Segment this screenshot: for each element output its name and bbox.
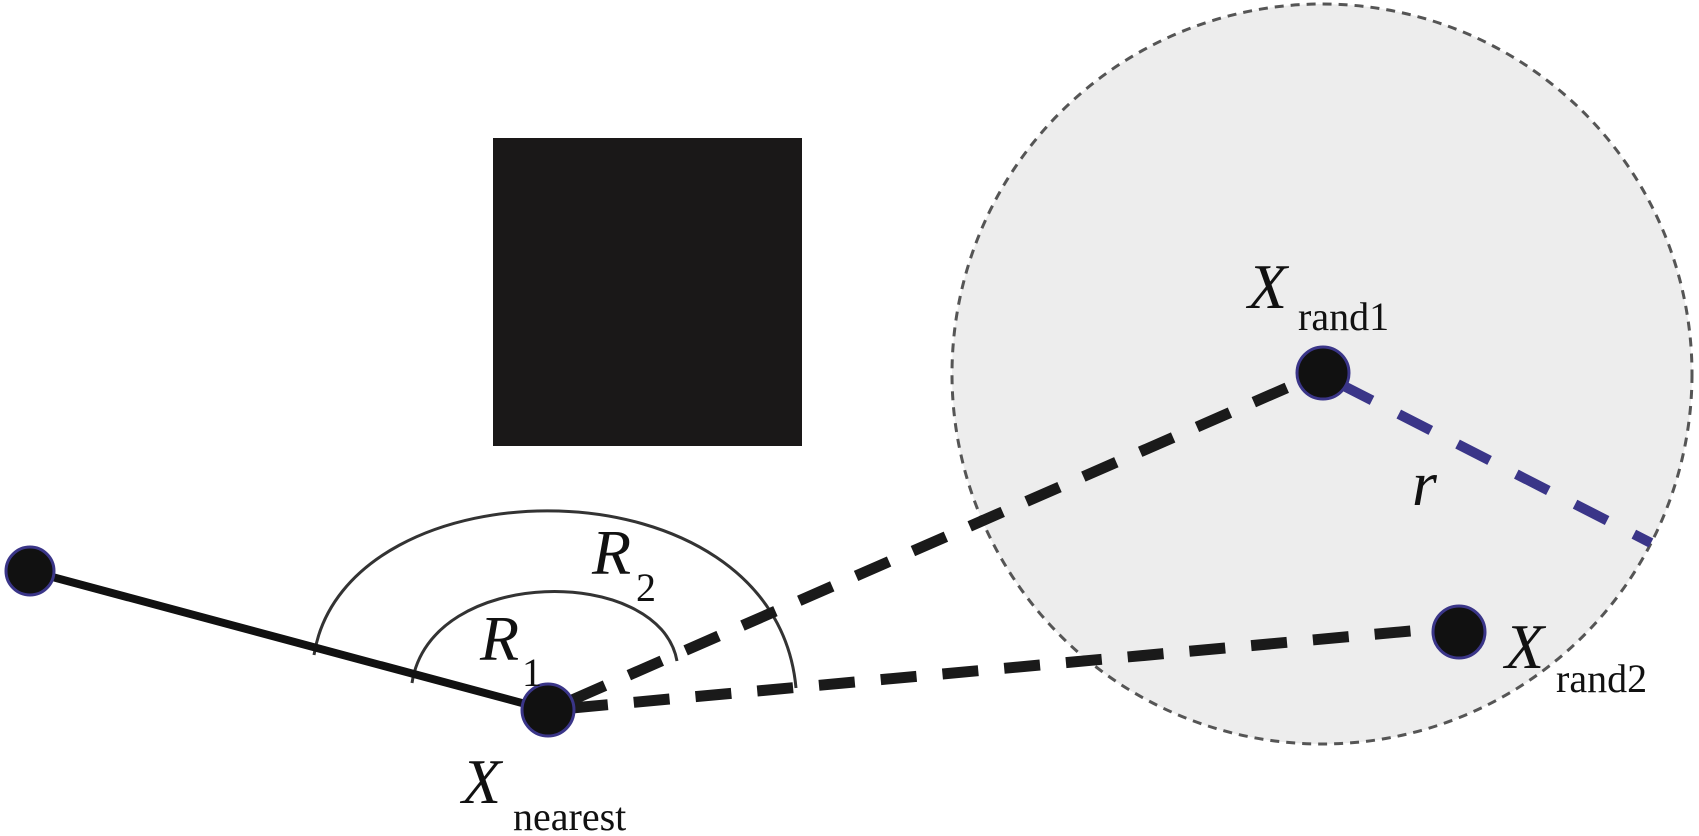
dashed-edge-to-xrand1 <box>569 376 1303 706</box>
label-x-rand1-main: X <box>1245 251 1290 322</box>
label-x-rand2-sub: rand2 <box>1556 656 1647 701</box>
node-x-nearest <box>520 682 576 738</box>
label-x-rand1-sub: rand1 <box>1298 294 1389 339</box>
arc-r2 <box>312 509 798 689</box>
label-r1-main: R <box>479 603 519 674</box>
label-r2-main: R <box>591 517 631 588</box>
tree-edge <box>28 567 550 714</box>
node-x-rand1 <box>1295 345 1351 401</box>
arc-r1 <box>410 590 679 684</box>
label-r2-sub: 2 <box>636 565 656 610</box>
label-radius: r <box>1412 448 1438 519</box>
label-x-nearest-sub: nearest <box>513 794 626 836</box>
dashed-edge-to-xrand2 <box>571 623 1433 714</box>
node-x-rand2 <box>1431 604 1487 660</box>
label-r1-sub: 1 <box>522 650 542 695</box>
label-x-rand2-main: X <box>1502 611 1547 682</box>
radius-line <box>1337 379 1654 548</box>
obstacle-square <box>493 138 802 446</box>
tree-node-start <box>4 545 56 597</box>
label-x-nearest-main: X <box>459 746 504 817</box>
